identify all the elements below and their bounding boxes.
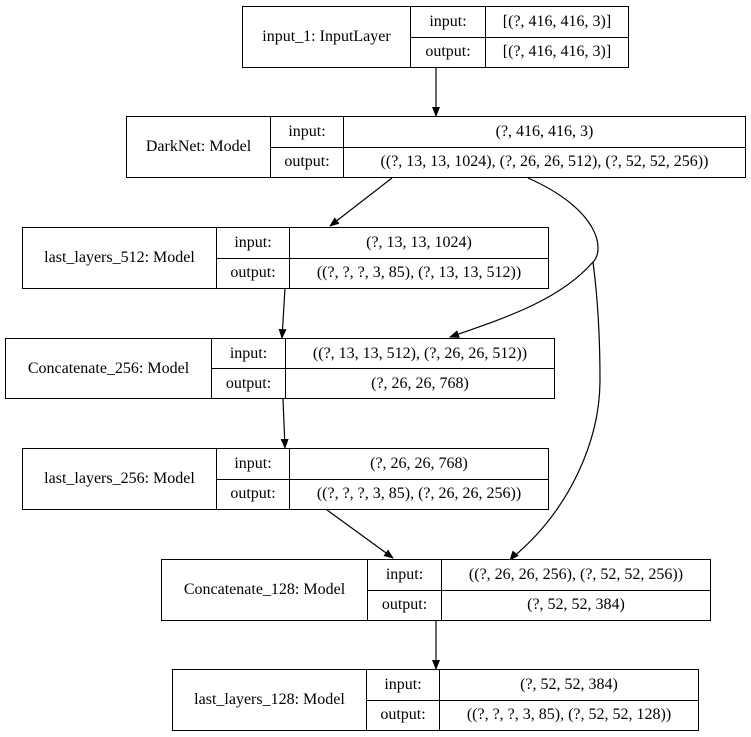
output-label: output: <box>217 479 290 509</box>
node-title: Concatenate_128: Model <box>162 560 368 620</box>
output-shape: ((?, 13, 13, 1024), (?, 26, 26, 512), (?… <box>380 153 709 171</box>
node-last-layers-128: last_layers_128: Model input: (?, 52, 52,… <box>172 669 699 731</box>
edge-darknet-to-last512 <box>329 177 393 227</box>
edge-darknet-to-concat128 <box>511 261 601 559</box>
input-label: input: <box>368 560 442 590</box>
node-last-layers-256: last_layers_256: Model input: (?, 26, 26,… <box>22 448 549 510</box>
edge-concat256-to-last256 <box>280 398 289 449</box>
input-shape: ((?, 26, 26, 256), (?, 52, 52, 256)) <box>468 565 684 583</box>
output-label: output: <box>368 590 442 620</box>
output-shape: ((?, ?, ?, 3, 85), (?, 26, 26, 256)) <box>316 485 522 503</box>
node-title: last_layers_128: Model <box>173 670 367 730</box>
input-shape: (?, 52, 52, 384) <box>520 675 618 693</box>
input-shape: (?, 13, 13, 1024) <box>366 233 472 251</box>
node-concatenate-128: Concatenate_128: Model input: ((?, 26, 26… <box>161 559 711 621</box>
output-shape: ((?, ?, ?, 3, 85), (?, 13, 13, 512)) <box>316 264 522 282</box>
input-label: input: <box>367 670 440 700</box>
node-title: DarkNet: Model <box>127 117 271 177</box>
output-shape: (?, 52, 52, 384) <box>527 596 625 614</box>
node-input-layer: input_1: InputLayer input: [(?, 416, 416,… <box>242 6 629 68</box>
input-label: input: <box>212 339 286 368</box>
output-shape: ((?, ?, ?, 3, 85), (?, 52, 52, 128)) <box>466 706 672 724</box>
input-shape: ((?, 13, 13, 512), (?, 26, 26, 512)) <box>312 344 528 362</box>
output-label: output: <box>367 700 440 730</box>
output-shape: [(?, 416, 416, 3)] <box>502 43 612 61</box>
node-concatenate-256: Concatenate_256: Model input: ((?, 13, 13… <box>5 338 555 399</box>
input-shape: [(?, 416, 416, 3)] <box>502 12 612 30</box>
node-title: last_layers_512: Model <box>23 228 217 288</box>
input-shape: (?, 416, 416, 3) <box>495 122 594 140</box>
input-label: input: <box>217 449 290 479</box>
edge-last256-to-concat128 <box>326 509 394 559</box>
input-label: input: <box>217 228 290 258</box>
output-label: output: <box>271 147 344 177</box>
output-label: output: <box>217 258 290 288</box>
node-title: last_layers_256: Model <box>23 449 217 509</box>
output-label: output: <box>212 369 286 398</box>
input-shape: (?, 26, 26, 768) <box>370 454 468 472</box>
node-last-layers-512: last_layers_512: Model input: (?, 13, 13,… <box>22 227 549 289</box>
edge-last512-to-concat256 <box>278 287 287 339</box>
output-shape: (?, 26, 26, 768) <box>371 374 469 392</box>
node-title: Concatenate_256: Model <box>6 339 212 398</box>
input-label: input: <box>271 117 344 147</box>
output-label: output: <box>411 37 486 67</box>
input-label: input: <box>411 7 486 37</box>
node-darknet: DarkNet: Model input: (?, 416, 416, 3) ou… <box>126 116 746 178</box>
node-title: input_1: InputLayer <box>243 7 411 67</box>
